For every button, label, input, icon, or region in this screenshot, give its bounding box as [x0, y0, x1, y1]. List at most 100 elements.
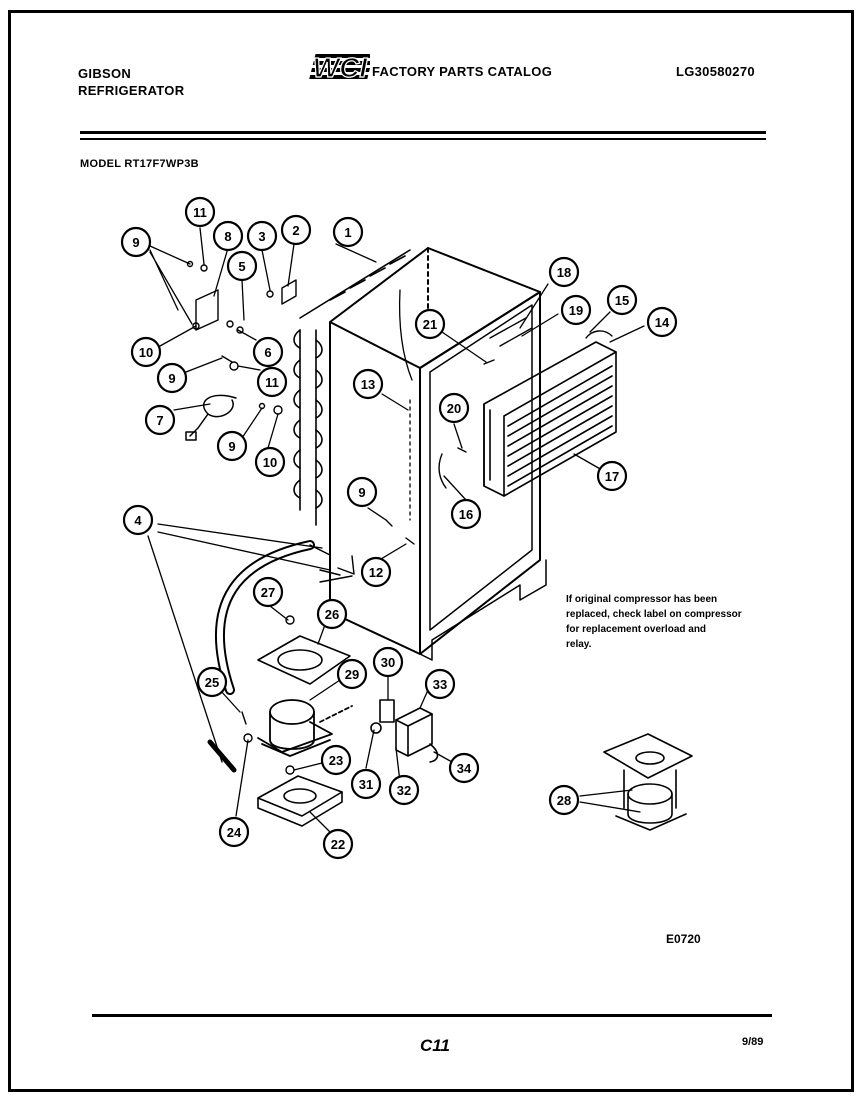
callout-9-mid: 9	[156, 362, 188, 394]
svg-text:33: 33	[433, 677, 447, 692]
svg-text:19: 19	[569, 303, 583, 318]
callout-11-top: 11	[184, 196, 216, 228]
svg-text:9: 9	[132, 235, 139, 250]
condenser-coil-drawing	[293, 249, 411, 526]
callout-33: 33	[424, 668, 456, 700]
callout-23: 23	[320, 744, 352, 776]
svg-text:11: 11	[193, 205, 207, 220]
svg-text:7: 7	[156, 413, 163, 428]
callout-4: 4	[122, 504, 154, 536]
callout-15: 15	[606, 284, 638, 316]
revision-date: 9/89	[742, 1036, 764, 1048]
svg-text:1: 1	[344, 225, 351, 240]
svg-text:22: 22	[331, 837, 345, 852]
svg-text:9: 9	[228, 439, 235, 454]
callout-22: 22	[322, 828, 354, 860]
leader-lines	[147, 227, 645, 833]
svg-text:10: 10	[139, 345, 153, 360]
callout-34: 34	[448, 752, 480, 784]
callout-9-cabinet: 9	[346, 476, 378, 508]
callout-9-low: 9	[216, 430, 248, 462]
svg-text:17: 17	[605, 469, 619, 484]
page-border	[8, 10, 854, 1092]
catalog-number: LG30580270	[676, 64, 755, 79]
callout-17: 17	[596, 460, 628, 492]
callout-31: 31	[350, 768, 382, 800]
svg-text:9: 9	[168, 371, 175, 386]
base-pan-drawing	[257, 775, 343, 827]
svg-text:8: 8	[224, 229, 231, 244]
small-hardware-drawing	[186, 260, 613, 775]
callout-13: 13	[352, 368, 384, 400]
page-code: C11	[420, 1036, 450, 1055]
callout-10-top: 10	[130, 336, 162, 368]
callout-3: 3	[246, 220, 278, 252]
callout-28: 28	[548, 784, 580, 816]
svg-text:9: 9	[358, 485, 365, 500]
callout-25: 25	[196, 666, 228, 698]
svg-text:21: 21	[423, 317, 437, 332]
callout-2: 2	[280, 214, 312, 246]
callout-8: 8	[212, 220, 244, 252]
svg-text:23: 23	[329, 753, 343, 768]
compressor-drawing	[257, 699, 353, 757]
alternate-compressor-drawing	[603, 733, 693, 831]
brand-line-1: GIBSON	[78, 66, 132, 81]
brand-name: GIBSON REFRIGERATOR	[78, 65, 184, 99]
svg-text:16: 16	[459, 507, 473, 522]
note-line-1: If original compressor has been	[566, 594, 718, 605]
callout-20: 20	[438, 392, 470, 424]
callout-11-mid: 11	[256, 366, 288, 398]
svg-text:32: 32	[397, 783, 411, 798]
svg-text:18: 18	[557, 265, 571, 280]
svg-text:10: 10	[263, 455, 277, 470]
svg-text:11: 11	[265, 375, 279, 390]
callout-21: 21	[414, 308, 446, 340]
footer-rule	[92, 1014, 772, 1017]
svg-text:5: 5	[238, 259, 245, 274]
relay-overload-drawing	[370, 699, 439, 763]
svg-text:13: 13	[361, 377, 375, 392]
header-rule-bottom	[80, 138, 766, 140]
svg-text:26: 26	[325, 607, 339, 622]
evaporator-drawing	[483, 341, 617, 497]
catalog-title: FACTORY PARTS CATALOG	[372, 64, 553, 79]
svg-text:34: 34	[457, 761, 472, 776]
svg-text:6: 6	[264, 345, 271, 360]
svg-text:25: 25	[205, 675, 219, 690]
header-rule-top	[80, 131, 766, 134]
svg-text:3: 3	[258, 229, 265, 244]
callout-19: 19	[560, 294, 592, 326]
svg-text:24: 24	[227, 825, 242, 840]
model-label: MODEL RT17F7WP3B	[80, 158, 199, 170]
svg-text:12: 12	[369, 565, 383, 580]
callout-27: 27	[252, 576, 284, 608]
callout-10-low: 10	[254, 446, 286, 478]
svg-text:2: 2	[292, 223, 299, 238]
svg-text:4: 4	[134, 513, 142, 528]
svg-text:20: 20	[447, 401, 461, 416]
note-line-4: relay.	[566, 639, 592, 650]
callout-26: 26	[316, 598, 348, 630]
svg-text:15: 15	[615, 293, 629, 308]
svg-text:29: 29	[345, 667, 359, 682]
figure-code: E0720	[666, 932, 701, 946]
callout-29: 29	[336, 658, 368, 690]
note-line-3: for replacement overload and	[566, 624, 707, 635]
callout-14: 14	[646, 306, 678, 338]
callout-12: 12	[360, 556, 392, 588]
svg-text:14: 14	[655, 315, 670, 330]
callouts: 11 8 3 2 1 9 5 10 6 9 11 7 9 10 18 21 19…	[120, 196, 678, 860]
svg-text:30: 30	[381, 655, 395, 670]
callout-7: 7	[144, 404, 176, 436]
callout-16: 16	[450, 498, 482, 530]
cabinet-drawing	[329, 247, 547, 661]
brand-line-2: REFRIGERATOR	[78, 83, 185, 98]
callout-5: 5	[226, 250, 258, 282]
callout-30: 30	[372, 646, 404, 678]
compressor-replacement-note: If original compressor has been replaced…	[566, 592, 742, 652]
drain-pan-drawing	[215, 540, 351, 695]
callout-32: 32	[388, 774, 420, 806]
